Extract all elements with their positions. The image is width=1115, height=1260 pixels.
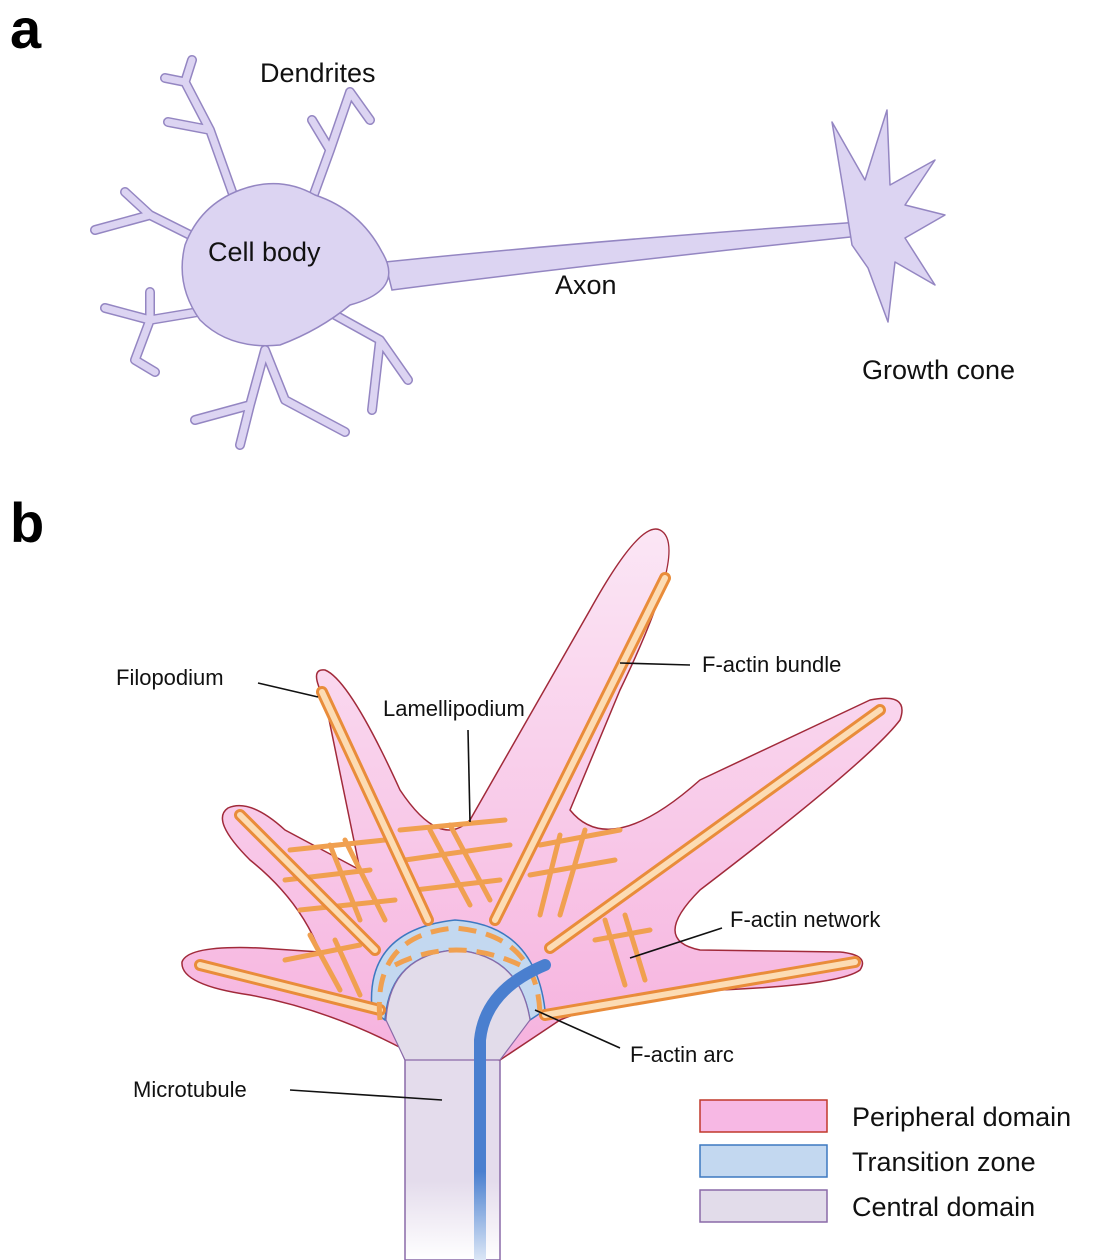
legend-label-transition: Transition zone	[852, 1147, 1036, 1177]
legend: Peripheral domain Transition zone Centra…	[700, 1100, 1071, 1222]
filopodium-label: Filopodium	[116, 665, 224, 690]
panel-b-letter: b	[10, 491, 44, 554]
legend-label-central: Central domain	[852, 1192, 1035, 1222]
legend-swatch-central	[700, 1190, 827, 1222]
legend-swatch-transition	[700, 1145, 827, 1177]
lamellipodium-label: Lamellipodium	[383, 696, 525, 721]
microtubule-label: Microtubule	[133, 1077, 247, 1102]
legend-label-peripheral: Peripheral domain	[852, 1102, 1071, 1132]
growth-cone-label: Growth cone	[862, 355, 1015, 385]
dendrites-label: Dendrites	[260, 58, 376, 88]
panel-a-letter: a	[10, 0, 42, 60]
f-actin-bundle-label: F-actin bundle	[702, 652, 841, 677]
f-actin-arc-label: F-actin arc	[630, 1042, 734, 1067]
peripheral-domain	[182, 529, 902, 1060]
legend-swatch-peripheral	[700, 1100, 827, 1132]
f-actin-network-label: F-actin network	[730, 907, 881, 932]
cell-body-label: Cell body	[208, 237, 321, 267]
axon-label: Axon	[555, 270, 617, 300]
